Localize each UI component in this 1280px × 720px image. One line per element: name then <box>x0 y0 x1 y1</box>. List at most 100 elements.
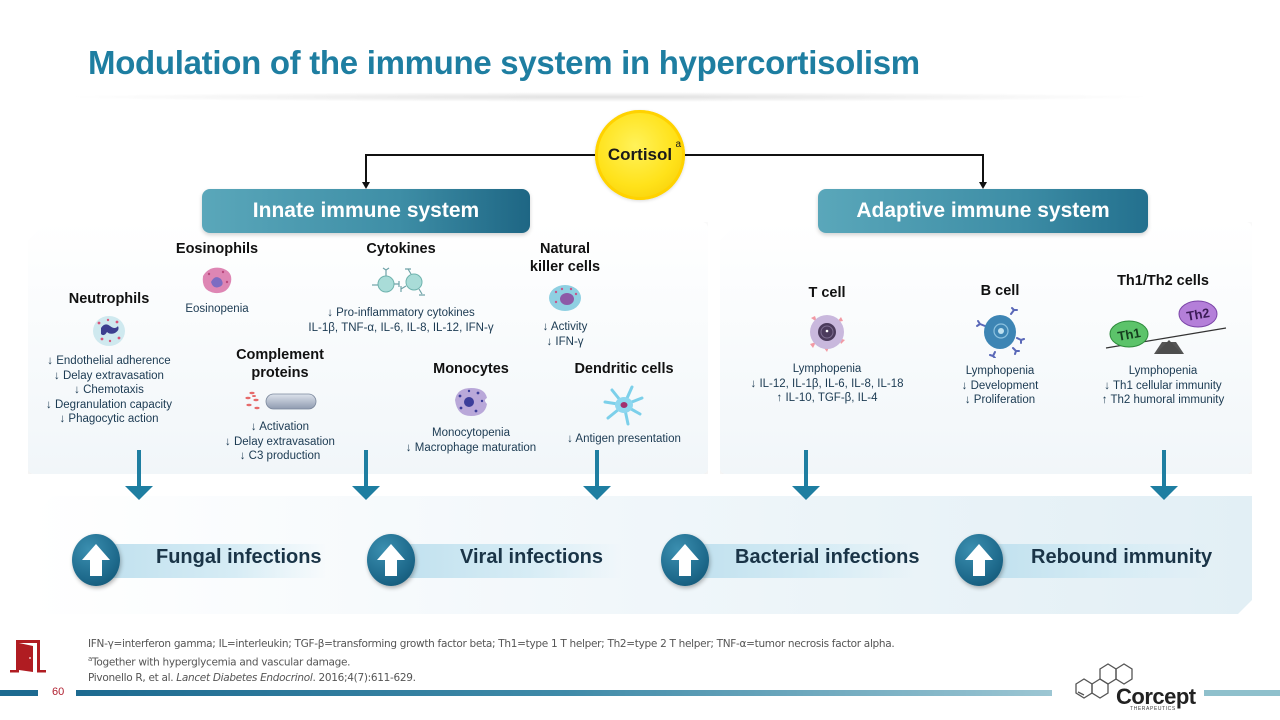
cell-desc-line: ↓ Macrophage maturation <box>405 441 537 454</box>
th1-label: Th1 <box>1116 325 1141 344</box>
cell-desc-line: Lymphopenia <box>792 363 862 375</box>
cell-cytokines: Cytokines ↓ Pro-inflammatory cytokines I… <box>296 240 506 335</box>
cell-t-cell: T cell Lymphopenia ↓ IL-12, IL-1β, IL-6,… <box>732 284 922 406</box>
cell-desc-line: ↑ Th2 humoral immunity <box>1101 394 1225 406</box>
cell-desc-line: ↓ Endothelial adherence <box>47 355 171 367</box>
page-number: 60 <box>52 686 65 698</box>
cell-desc-line: ↓ Delay extravasation <box>225 435 335 448</box>
exit-door-icon[interactable] <box>8 636 48 676</box>
connector-left-horizontal <box>365 154 595 156</box>
cell-complement-proteins: Complement proteins ↓ Activation ↓ Delay… <box>210 346 350 464</box>
cell-desc-line: ↓ Chemotaxis <box>74 384 144 396</box>
outcome-bar <box>391 544 621 578</box>
adaptive-system-header: Adaptive immune system <box>818 189 1148 233</box>
cell-desc-line: ↓ Activation <box>250 421 310 433</box>
cell-eosinophils: Eosinophils Eosinopenia <box>166 240 268 317</box>
th2-label: Th2 <box>1185 305 1210 324</box>
cell-desc-line: Monocytopenia <box>432 427 510 439</box>
cell-desc-line: Lymphopenia <box>1128 365 1198 377</box>
slide-title: Modulation of the immune system in hyper… <box>88 44 920 81</box>
logo-name: Corcept <box>1116 684 1196 709</box>
cell-desc-line: IL-1β, TNF-α, IL-6, IL-8, IL-12, IFN-γ <box>308 321 494 334</box>
connector-right-vertical <box>982 154 984 184</box>
down-arrow-icon <box>125 450 153 502</box>
cell-dendritic: Dendritic cells ↓ Antigen presentation <box>556 360 692 447</box>
b-cell-icon <box>976 307 1025 358</box>
cell-title: Eosinophils <box>175 241 259 257</box>
increase-arrow-icon <box>661 534 709 586</box>
t-cell-icon <box>810 315 845 352</box>
down-arrow-icon <box>1150 450 1178 502</box>
cell-b-cell: B cell Lymphopenia ↓ Development ↓ Proli… <box>940 282 1060 408</box>
connector-right-horizontal <box>685 154 984 156</box>
footnotes: IFN-γ=interferon gamma; IL=interleukin; … <box>88 637 895 686</box>
natural-killer-cell-icon <box>549 285 581 311</box>
connector-left-vertical <box>365 154 367 184</box>
dendritic-cell-icon <box>603 385 644 426</box>
cell-desc-line: ↓ Antigen presentation <box>567 433 681 445</box>
cell-title: killer cells <box>529 259 601 275</box>
cell-desc-line: ↓ Phagocytic action <box>59 413 159 425</box>
corcept-logo-icon <box>1075 663 1133 699</box>
eosinophil-icon <box>202 267 232 294</box>
cortisol-text: Cortisol <box>607 145 673 164</box>
reference-authors: Pivonello R, et al. <box>88 671 174 684</box>
cell-desc-line: ↓ Development <box>961 379 1039 392</box>
footer-bar-right <box>1204 690 1280 696</box>
cell-title: T cell <box>808 285 846 301</box>
outcome-label: Viral infections <box>460 546 604 568</box>
cell-desc-line: ↓ Delay extravasation <box>54 369 164 382</box>
monocyte-icon <box>455 388 487 416</box>
cell-desc-line: ↓ Pro-inflammatory cytokines <box>327 307 475 319</box>
down-arrow-icon <box>792 450 820 502</box>
abbreviations-note: IFN-γ=interferon gamma; IL=interleukin; … <box>88 638 895 650</box>
outcome-label: Fungal infections <box>156 546 322 568</box>
cell-title: Natural <box>540 241 590 257</box>
cell-title: B cell <box>980 283 1020 299</box>
reference-details: . 2016;4(7):611-629. <box>312 671 416 684</box>
increase-arrow-icon <box>955 534 1003 586</box>
increase-arrow-icon <box>367 534 415 586</box>
cell-title: Complement <box>236 347 324 363</box>
cell-desc-line: Lymphopenia <box>965 365 1035 377</box>
cell-desc-line: ↑ IL-10, TGF-β, IL-4 <box>776 392 878 404</box>
footnote-text: Together with hyperglycemia and vascular… <box>92 656 351 669</box>
outcome-label: Rebound immunity <box>1031 546 1213 568</box>
increase-arrow-icon <box>72 534 120 586</box>
cell-title: Th1/Th2 cells <box>1117 273 1209 289</box>
reference-journal: Lancet Diabetes Endocrinol <box>176 671 313 684</box>
footnote-marker: a <box>88 655 92 663</box>
cell-desc-line: Eosinopenia <box>185 303 249 315</box>
reference: Pivonello R, et al. Lancet Diabetes Endo… <box>88 671 894 686</box>
innate-system-header: Innate immune system <box>202 189 530 233</box>
cell-desc-line: ↓ Th1 cellular immunity <box>1104 379 1222 392</box>
outcome-bar <box>96 544 326 578</box>
cell-neutrophils: Neutrophils ↓ Endothelial adherence ↓ De… <box>34 290 184 427</box>
cell-title: Neutrophils <box>68 291 150 307</box>
outcome-bar <box>979 544 1209 578</box>
cell-desc-line: ↓ IL-12, IL-1β, IL-6, IL-8, IL-18 <box>750 377 904 390</box>
innate-panel <box>28 222 708 474</box>
cell-th1-th2: Th1/Th2 cells Th1 Th2 Lymphopenia ↓ Th1 … <box>1088 272 1238 408</box>
title-divider <box>60 92 1160 102</box>
neutrophil-icon <box>93 316 125 346</box>
cell-title: proteins <box>251 365 309 381</box>
cell-desc-line: ↓ Proliferation <box>964 394 1036 406</box>
down-arrow-icon <box>583 450 611 502</box>
cell-title: Dendritic cells <box>574 361 674 377</box>
down-arrow-icon <box>352 450 380 502</box>
outcome-bar <box>685 544 915 578</box>
logo-tagline: THERAPEUTICS <box>1130 706 1176 712</box>
cell-title: Cytokines <box>366 241 436 257</box>
cytokines-icon <box>372 267 425 296</box>
cell-desc-line: ↓ IFN-γ <box>546 335 584 348</box>
cortisol-footnote-marker: a <box>675 139 682 150</box>
cell-desc-line: ↓ C3 production <box>239 450 321 462</box>
outcome-label: Bacterial infections <box>735 546 920 568</box>
cell-monocytes: Monocytes Monocytopenia ↓ Macrophage mat… <box>396 360 546 455</box>
cell-title: Monocytes <box>433 361 509 377</box>
cell-desc-line: ↓ Activity <box>542 321 588 333</box>
complement-protein-icon <box>245 391 317 410</box>
